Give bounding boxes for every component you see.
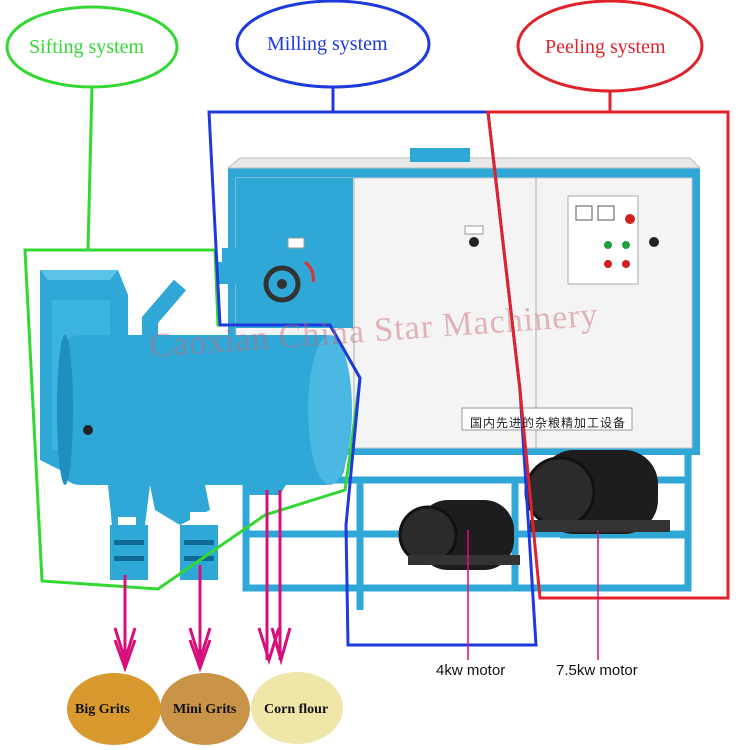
milling-system-label: Milling system (267, 33, 388, 55)
mini-grits-label: Mini Grits (173, 702, 237, 717)
nameplate-text: 国内先进的杂粮精加工设备 (470, 416, 627, 430)
sifter (40, 270, 352, 580)
sifting-system-label: Sifting system (29, 36, 145, 58)
motor-4kw-label: 4kw motor (436, 662, 506, 679)
output-arrows (113, 490, 292, 673)
corn-flour-sample (251, 672, 343, 744)
handwheel (218, 237, 315, 303)
sifting-connector (86, 85, 94, 251)
mini-grits-sample (160, 673, 250, 745)
peeling-system-label: Peeling system (545, 36, 666, 58)
motor-7-5kw-label: 7.5kw motor (556, 662, 638, 679)
milling-bubble (235, 0, 431, 89)
motor-4kw (398, 500, 520, 570)
sifting-bubble (5, 5, 179, 89)
peeling-outline (486, 110, 730, 600)
motor-7-5kw (524, 450, 670, 534)
big-grits-sample (67, 673, 161, 745)
sifting-outline (23, 248, 362, 591)
peeling-bubble (516, 0, 704, 93)
corn-flour-label: Corn flour (264, 702, 329, 717)
big-grits-label: Big Grits (75, 702, 130, 717)
